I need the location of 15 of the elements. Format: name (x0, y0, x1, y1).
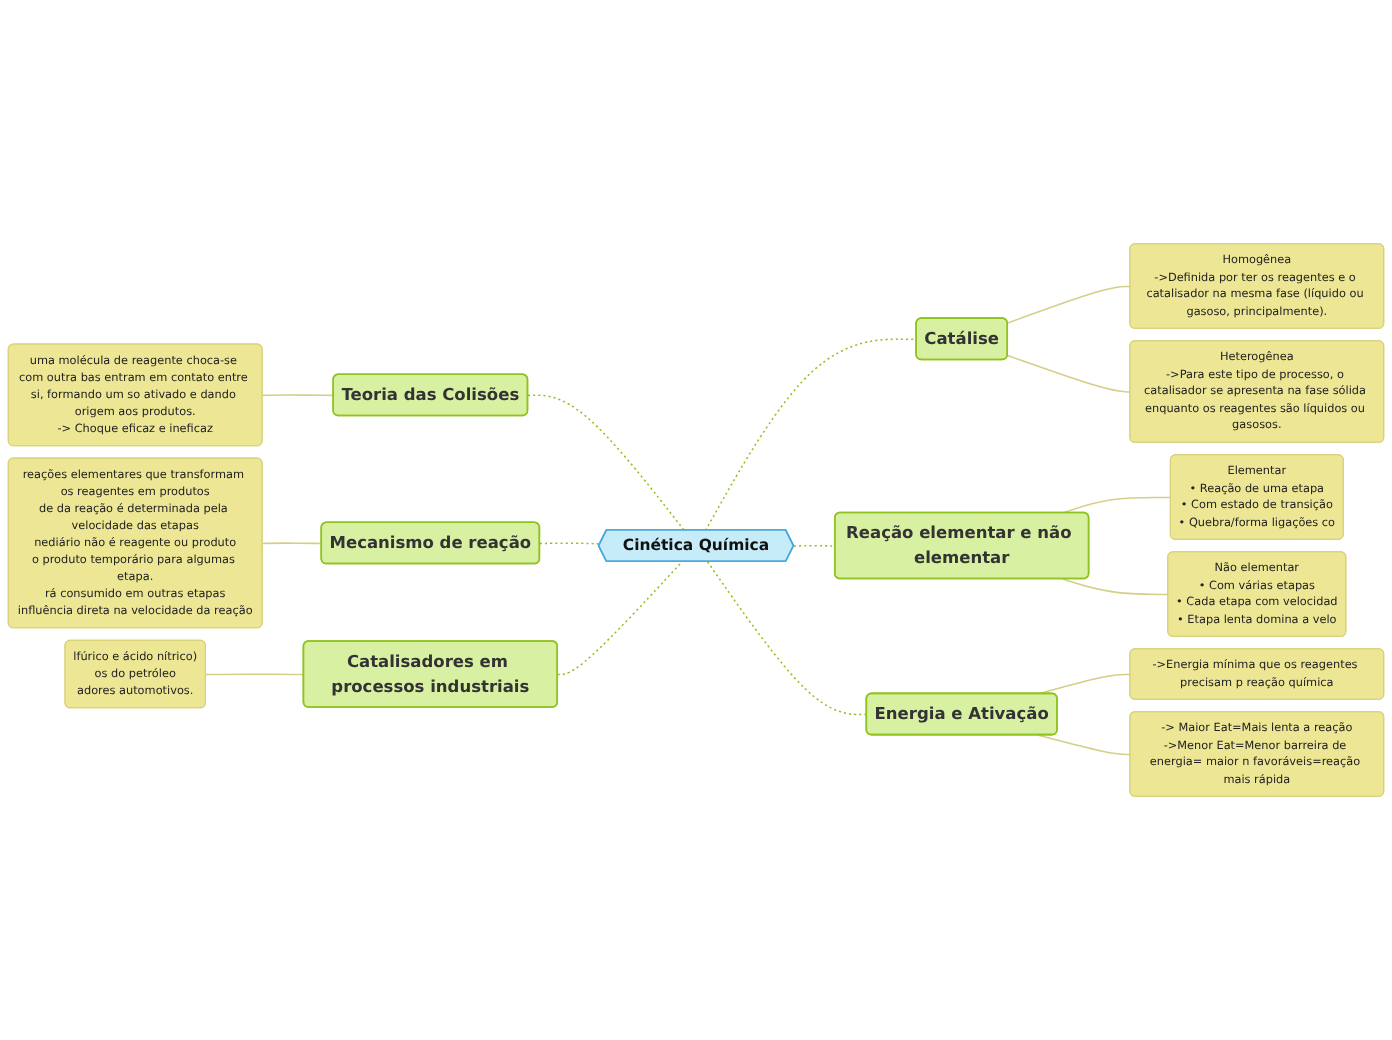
connector (1061, 496, 1172, 514)
connector (527, 394, 685, 532)
connector (557, 561, 683, 676)
connector (793, 544, 837, 547)
connector (706, 561, 868, 716)
connector (704, 338, 918, 532)
connector (261, 542, 323, 545)
connector (1037, 734, 1132, 756)
connector (1037, 673, 1132, 695)
connector (205, 673, 305, 676)
connector (1061, 578, 1170, 596)
connector (1006, 354, 1132, 393)
connector (539, 542, 601, 545)
connector (1006, 285, 1132, 324)
connector (261, 394, 335, 397)
